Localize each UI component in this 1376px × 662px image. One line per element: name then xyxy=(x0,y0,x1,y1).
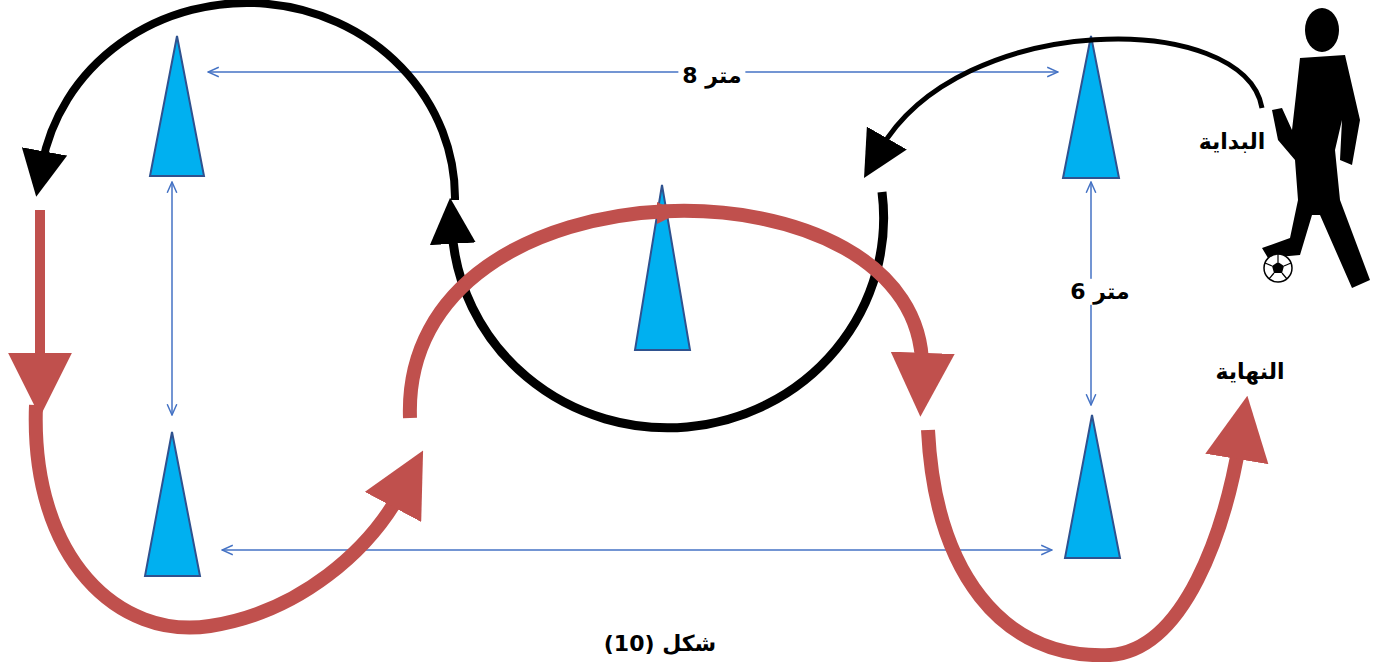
cone xyxy=(1065,415,1120,558)
black-path xyxy=(42,3,1262,428)
red-arrow xyxy=(928,430,1240,655)
cone xyxy=(1063,36,1119,178)
dimension-lines xyxy=(172,72,1091,550)
black-arrow xyxy=(452,192,884,428)
cones xyxy=(145,36,1120,576)
dimension-line xyxy=(171,182,173,415)
black-arrow xyxy=(42,3,455,200)
cone xyxy=(150,36,204,176)
red-arrow xyxy=(410,211,922,418)
dimension-label: 8 متر xyxy=(678,63,745,89)
start-label: البداية xyxy=(1199,129,1266,155)
player-silhouette xyxy=(1262,8,1370,288)
end-label: النهاية xyxy=(1215,359,1284,385)
red-arrow xyxy=(35,210,45,372)
dimension-line xyxy=(208,71,1058,73)
dimension-label: 6 متر xyxy=(1066,279,1133,305)
red-path xyxy=(36,210,1240,655)
cone xyxy=(145,432,200,576)
figure-caption: شكل (10) xyxy=(604,631,716,657)
red-arrow-mark xyxy=(640,212,668,215)
soccer-ball xyxy=(1264,254,1292,282)
red-arrow xyxy=(36,405,402,628)
